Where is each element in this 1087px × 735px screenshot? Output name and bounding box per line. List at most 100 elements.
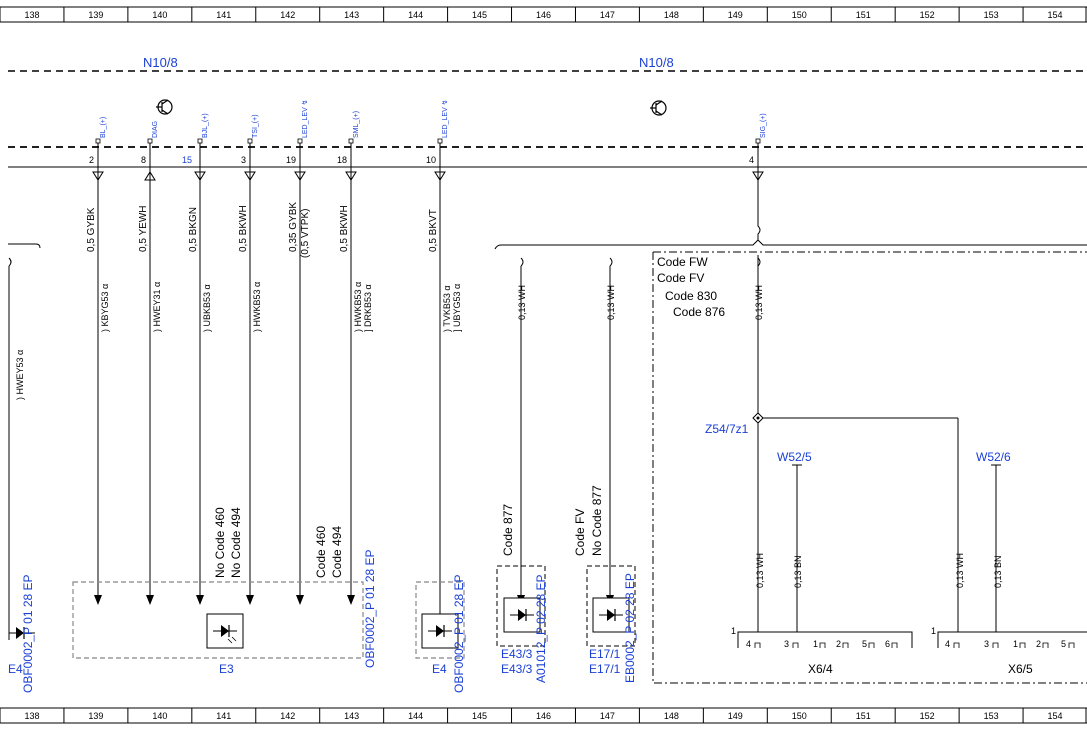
connector-pin: 3 [984,639,989,649]
wire-spec: 0,5 GYBK [86,207,97,252]
pin-terminal [437,138,443,144]
ruler-label: 140 [152,10,167,20]
splice-label: Z54/7z1 [705,422,749,436]
connector-x6-4: 1 4 3 1 2 5 6 [731,626,913,649]
no-code-460: No Code 460 [213,507,227,578]
ruler-label: 139 [88,10,103,20]
wire-spec: 0,35 GYBK [288,202,299,252]
component-e43-box [496,565,546,647]
code-option-box [652,251,1087,684]
component-e43-label: E43/3 [501,662,533,676]
pin-number: 15 [182,155,192,165]
ruler-label: 143 [344,10,359,20]
pin-number: 8 [141,155,146,165]
ruler-label: 153 [984,10,999,20]
connector-x6-5: 1 4 3 1 2 5 [931,626,1087,649]
ruler-label: 142 [280,711,295,721]
code-494: Code 494 [330,526,344,578]
code-460: Code 460 [314,526,328,578]
ruler-label: 147 [600,10,615,20]
led-icon [421,613,459,649]
box-code-fw: Code FW [657,255,708,269]
pin-terminal [197,138,203,144]
left-edge-wire: ) HWEY53 α [8,257,25,640]
wire-break [609,257,613,267]
ruler-label: 149 [728,711,743,721]
arrow-down-icon [146,595,154,605]
ruler-label: 152 [920,10,935,20]
wire-code: ) KBYG53 α [100,284,110,332]
component-e3-label: E3 [219,662,234,676]
pin-terminal [297,138,303,144]
wire: 0,5 GYBK ) KBYG53 α [86,180,110,605]
connector-pin: 5 [1061,639,1066,649]
wire-spec: 0,13 BN [993,555,1003,588]
ruler-label: 138 [24,10,39,20]
wire-line [757,180,761,240]
component-e17-box [586,565,636,647]
pin-terminal [247,138,253,144]
component-e4-label: E4 [432,662,447,676]
ruler-label: 138 [24,711,39,721]
pin: 2BL_(+) [89,117,107,181]
wire-spec: 0,13 WH [754,285,764,320]
no-code-494: No Code 494 [229,507,243,578]
wire-spec: 0,5 BKVT [428,209,439,252]
pin-terminal [348,138,354,144]
connector-x6-4-label: X6/4 [808,662,833,676]
component-e17-label: E17/1 [589,647,621,661]
arrow-down-icon [196,595,204,605]
wire: 0,5 BKWH ) HWKB53 α [238,180,262,605]
wire-spec: 0,13 WH [755,553,765,588]
ruler-label: 141 [216,711,231,721]
connector-pin: 6 [885,639,890,649]
component-e4-left-label: E4 [8,662,23,676]
pin-number: 4 [749,155,754,165]
wire: 0,13 WH [517,257,527,605]
ref-e4: OBF0002_P 01 28 EP [452,574,466,693]
wire: 0,5 YEWH) HWEY31 α [138,180,162,605]
connector-pin: 2 [1036,639,1041,649]
wire: 0,13 WH [754,180,764,320]
ruler-label: 142 [280,10,295,20]
wire: 0,5 BKGN) UBKB53 α [188,180,212,605]
pin-signal: TSI_(+) [252,114,259,138]
ruler-label: 149 [728,10,743,20]
ruler-label: 153 [984,711,999,721]
ground-w52-6: W52/6 [976,450,1011,464]
box-code-830: Code 830 [665,289,717,303]
pin-number: 18 [337,155,347,165]
pin-signal: LED_LEV ↯ [441,99,449,138]
wire-spec: 0,5 BKWH [238,205,249,252]
led-icon [9,627,35,639]
wire-code: ) HWKB53 α [252,282,262,332]
arrow-down-icon [347,595,355,605]
connector-pin: 1 [813,639,818,649]
ruler-label: 145 [472,711,487,721]
led-icon [503,597,541,633]
bus-line-left [8,243,41,249]
connector-x6-5-label: X6/5 [1008,662,1033,676]
ruler-label: 154 [1048,10,1063,20]
wire-spec: 0,13 BN [793,555,803,588]
splice-branch [752,255,1001,632]
ruler-label: 140 [152,711,167,721]
ruler-label: 139 [88,711,103,721]
pin-signal: SML_(+) [353,111,360,138]
ref-left: OBF0002_P 01 28 EP [21,574,35,693]
wire-code: ] DRKB53 α [363,284,373,332]
ruler-label: 141 [216,10,231,20]
bus-line-right [494,239,1087,250]
wire-spec: 0,13 WH [606,285,616,320]
connector-pin: 3 [784,639,789,649]
component-e17-label: E17/1 [589,662,621,676]
component-e43-label: E43/3 [501,647,533,661]
ruler-label: 146 [536,711,551,721]
